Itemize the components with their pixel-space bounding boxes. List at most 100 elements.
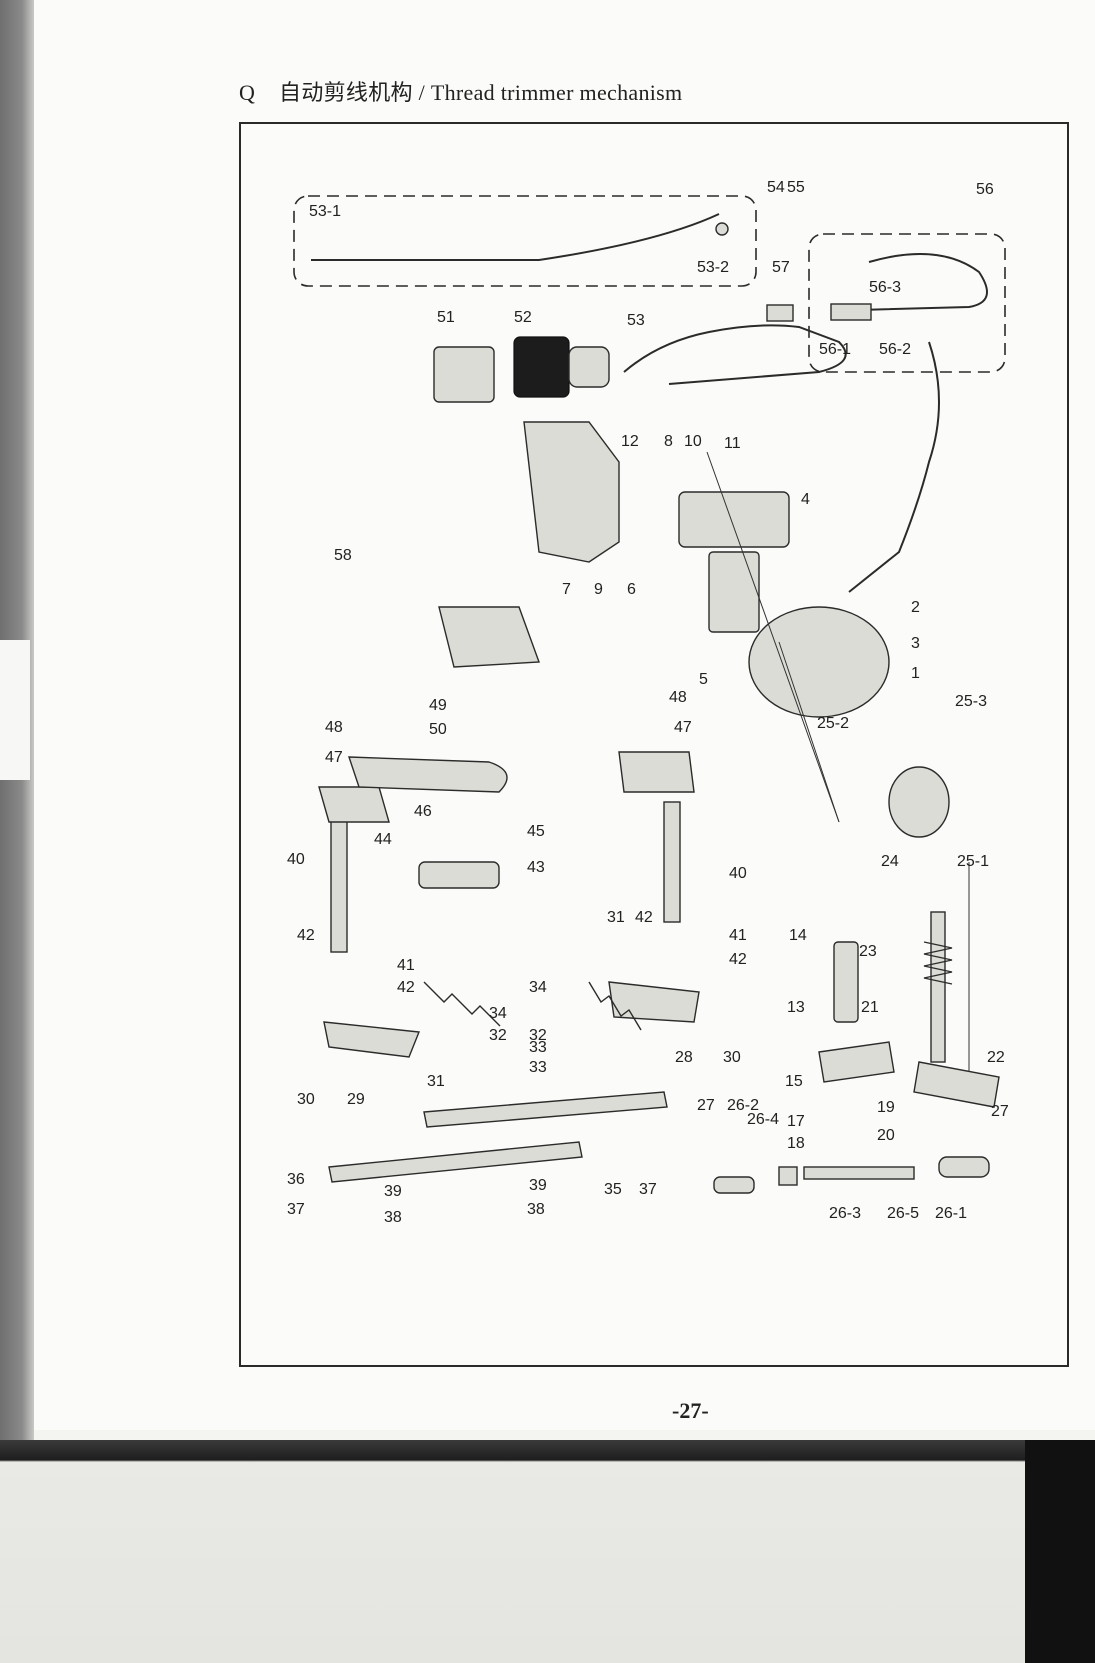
callout-33-left: 33	[529, 1039, 547, 1056]
callout-35: 35	[604, 1181, 622, 1198]
callout-20: 20	[877, 1127, 895, 1144]
callout-38-left: 38	[384, 1209, 402, 1226]
callout-5: 5	[699, 671, 708, 688]
callout-7: 7	[562, 581, 571, 598]
callout-36: 36	[287, 1171, 305, 1188]
page-bottom-binding	[0, 1440, 1095, 1663]
crank-28	[608, 981, 700, 1023]
callout-55: 55	[787, 179, 805, 196]
callout-18: 18	[787, 1135, 805, 1152]
callout-21: 21	[861, 999, 879, 1016]
callout-25-3: 25-3	[955, 693, 987, 710]
base-43	[418, 861, 500, 889]
throat-plate	[438, 606, 540, 668]
callout-50: 50	[429, 721, 447, 738]
callout-15: 15	[785, 1073, 803, 1090]
callout-1: 1	[911, 665, 920, 682]
mount-plate	[708, 551, 760, 633]
leader-line-solenoid	[778, 641, 840, 823]
callout-40-right: 40	[729, 865, 747, 882]
callout-47-left: 47	[325, 749, 343, 766]
lever-bracket	[523, 421, 620, 563]
callout-48-left: 48	[325, 719, 343, 736]
rod-end-26-2	[713, 1176, 755, 1194]
nut-26-4	[778, 1166, 798, 1186]
callout-32-left: 32	[489, 1027, 507, 1044]
spring-23	[923, 941, 953, 985]
shaft-40-right	[663, 801, 681, 923]
callout-12: 12	[621, 433, 639, 450]
callout-53-2: 53-2	[697, 259, 729, 276]
callout-41-right: 41	[729, 927, 747, 944]
callout-39-left: 39	[384, 1183, 402, 1200]
title-separator: /	[418, 80, 426, 105]
callout-6: 6	[627, 581, 636, 598]
callout-34-left: 34	[489, 1005, 507, 1022]
page-bottom-right-shadow	[1025, 1440, 1095, 1663]
callout-56-3: 56-3	[869, 279, 901, 296]
cover-51	[433, 346, 495, 403]
callout-8: 8	[664, 433, 673, 450]
callout-9: 9	[594, 581, 603, 598]
callout-45: 45	[527, 823, 545, 840]
shaft-40-left	[330, 811, 348, 953]
callout-3: 3	[911, 635, 920, 652]
section-title: Q 自动剪线机构 / Thread trimmer mechanism	[239, 75, 682, 107]
callout-17: 17	[787, 1113, 805, 1130]
manual-page	[34, 0, 1095, 1430]
callout-46: 46	[414, 803, 432, 820]
callout-26-4: 26-4	[747, 1111, 779, 1128]
knife-holder-left	[318, 786, 390, 823]
collar-24	[888, 766, 950, 838]
callout-11: 11	[724, 435, 741, 452]
group-box-53	[293, 195, 757, 287]
callout-44: 44	[374, 831, 392, 848]
callout-53-1: 53-1	[309, 203, 341, 220]
crank-29	[323, 1021, 420, 1058]
callout-4: 4	[801, 491, 810, 508]
callout-42-top: 42	[635, 909, 653, 926]
exploded-parts-diagram: 53-1 54 55 56 53-2 57 56-3 56-1 56-2 51 …	[287, 179, 1009, 1226]
wire-53	[311, 213, 720, 261]
callout-56-2: 56-2	[879, 341, 911, 358]
callout-37-right: 37	[639, 1181, 657, 1198]
spring-32-right	[588, 981, 642, 1031]
crank-19	[913, 1061, 1000, 1108]
callout-14: 14	[789, 927, 807, 944]
cable-53	[623, 324, 847, 385]
spring-32-left	[423, 981, 501, 1027]
cover-52-sleeve	[568, 346, 610, 388]
callout-56: 56	[976, 181, 994, 198]
solenoid-wire	[848, 341, 940, 593]
callout-34-right: 34	[529, 979, 547, 996]
diagram-frame	[239, 122, 1069, 1367]
section-title-en: Thread trimmer mechanism	[430, 80, 683, 105]
callout-29: 29	[347, 1091, 365, 1108]
callout-27-left: 27	[697, 1097, 715, 1114]
callout-42-left: 42	[297, 927, 315, 944]
link-36	[328, 1141, 583, 1183]
callout-57: 57	[772, 259, 790, 276]
bracket-4	[678, 491, 790, 548]
callout-25-2: 25-2	[817, 715, 849, 732]
callout-30-right: 30	[723, 1049, 741, 1066]
callout-22: 22	[987, 1049, 1005, 1066]
callout-26-5: 26-5	[887, 1205, 919, 1222]
callout-28: 28	[675, 1049, 693, 1066]
callout-31-top: 31	[607, 909, 625, 926]
cover-52	[513, 336, 570, 398]
section-letter: Q	[239, 80, 256, 105]
callout-43: 43	[527, 859, 545, 876]
callout-30-left: 30	[297, 1091, 315, 1108]
callout-19: 19	[877, 1099, 895, 1116]
callout-26-1: 26-1	[935, 1205, 967, 1222]
knife-holder-right	[618, 751, 695, 793]
callout-37-left: 37	[287, 1201, 305, 1218]
callout-41-left: 41	[397, 957, 415, 974]
callout-33-right: 33	[529, 1059, 547, 1076]
callout-13: 13	[787, 999, 805, 1016]
callout-54: 54	[767, 179, 785, 196]
screw-26-3	[803, 1166, 915, 1180]
callout-32-right: 32	[529, 1027, 547, 1044]
callout-42-mid: 42	[397, 979, 415, 996]
